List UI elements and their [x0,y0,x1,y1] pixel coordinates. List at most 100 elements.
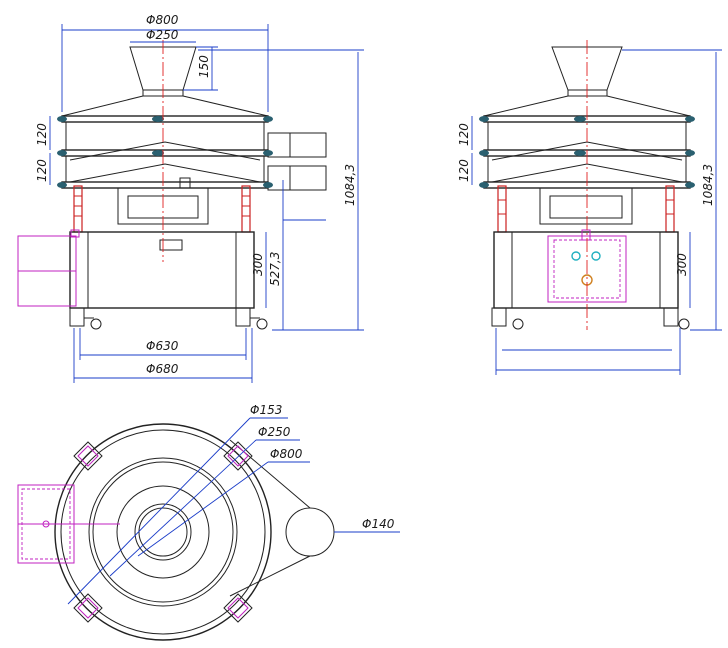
clamp [263,182,273,188]
dim-label-base-to-outlet: 527,3 [268,252,282,286]
side-motor-connector [581,229,591,241]
side-dim-label-overall-height: 1084,3 [701,164,715,206]
top-dimensions [67,417,400,605]
caster-mount [663,307,679,327]
dim-label-inlet-diameter: Φ250 [146,28,179,42]
top-dim-label-inlet: Φ250 [258,425,291,439]
top-outer-ring-inner [60,429,266,635]
clamp [227,597,249,619]
caster-wheel [90,318,102,330]
top-dim-leader-153 [67,417,251,605]
clamp [152,116,164,122]
clamp [77,445,99,467]
dim-label-base-height: 300 [251,253,265,276]
front-frame-1 [65,121,265,151]
clamp [263,116,273,122]
front-spring-left [73,185,83,233]
side-base [493,231,679,309]
side-motor-terminal-left [571,251,581,261]
dim-label-wheel-span-outer: Φ680 [146,362,179,376]
caster-wheel [512,318,524,330]
spring [241,185,251,233]
caster-mount [69,307,85,327]
side-motor-terminal-right [591,251,601,261]
front-screen-cone [69,141,261,161]
top-clamp-group [73,441,253,623]
front-frame-ring-2 [61,149,269,157]
dim-label-overall-diameter: Φ800 [146,13,179,27]
front-bottom-cone [69,163,261,183]
front-view [17,40,327,330]
side-dimension-labels: 120 120 300 1084,3 [457,123,715,276]
clamp [479,182,489,188]
top-dim-leader-800 [137,461,269,557]
side-dim-label-frame-height-1: 120 [457,123,471,146]
clamp-outline [223,593,253,623]
front-motor-bracket [179,177,191,189]
side-lid-cone [483,95,691,117]
top-motor-shaft [42,520,50,528]
front-frame-ring-1 [61,115,269,123]
top-dim-label-outlet: Φ140 [362,517,395,531]
top-outlet-circle [285,507,335,557]
top-view [17,423,335,641]
side-caster-left [491,307,524,330]
spring [497,185,507,233]
dim-label-wheel-span-inner: Φ630 [146,339,179,353]
dim-label-overall-height: 1084,3 [343,164,357,206]
top-dim-label-center-opening: Φ153 [250,403,282,417]
caster-mount [491,307,507,327]
clamp [57,150,67,156]
side-motor-inner [549,195,623,219]
front-outlet-2 [267,165,327,191]
clamp-outline [73,441,103,471]
dim-label-frame-height-2: 120 [35,159,49,182]
clamp-outline [73,593,103,623]
front-caster-left [69,307,102,330]
front-motor-foot [159,239,183,251]
front-base [69,231,255,309]
caster-mount [235,307,251,327]
clamp [57,182,67,188]
side-dim-label-frame-height-2: 120 [457,159,471,182]
top-outer-ring [54,423,272,641]
side-dim-label-base-height: 300 [675,253,689,276]
side-inlet-collar [567,89,608,97]
clamp [263,150,273,156]
top-dimension-labels: Φ153 Φ250 Φ800 Φ140 [250,403,395,531]
side-motor-housing [539,187,633,225]
side-clamp-group [479,116,695,188]
front-clamp-group [57,116,273,188]
front-lid-cone [61,95,269,117]
side-dimensions [471,49,722,375]
top-dim-leader-250 [109,439,257,577]
front-outlet-1 [267,132,327,158]
top-body-circle-inner [92,461,234,603]
clamp [479,116,489,122]
clamp [227,445,249,467]
top-body-circle [88,457,238,607]
side-spring-left [497,185,507,233]
front-frame-2 [65,155,265,183]
side-caster-right [663,307,690,330]
front-dimensions [49,24,364,383]
top-dim-label-body: Φ800 [270,447,303,461]
clamp-outline [223,441,253,471]
side-view [479,40,695,330]
side-spring-right [665,185,675,233]
side-motor-face [547,235,627,303]
clamp [77,597,99,619]
clamp [685,116,695,122]
clamp [152,150,164,156]
front-spring-right [241,185,251,233]
clamp [685,182,695,188]
top-center-circle [134,503,192,561]
clamp [574,150,586,156]
clamp [57,116,67,122]
clamp [574,116,586,122]
caster-wheel [256,318,268,330]
top-inlet-circle [116,485,210,579]
spring [665,185,675,233]
